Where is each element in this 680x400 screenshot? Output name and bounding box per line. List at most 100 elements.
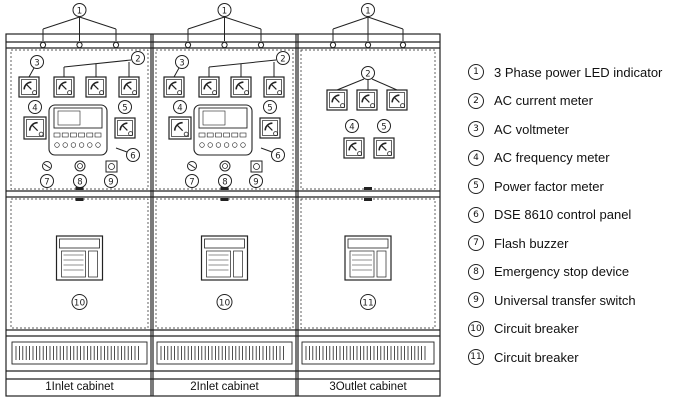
leader-line	[260, 147, 273, 153]
meter-adjust	[340, 103, 346, 108]
callout-number: 6	[130, 151, 135, 161]
leader-line	[336, 78, 365, 91]
meter-inner	[26, 119, 44, 137]
estop-body	[219, 160, 231, 172]
control-panel	[193, 104, 253, 156]
callout-number: 1	[222, 6, 227, 16]
callout-circle	[377, 119, 391, 133]
hinge	[220, 187, 229, 190]
meter-gauge	[18, 76, 40, 98]
meter-needle	[350, 144, 357, 151]
callout-number: 5	[122, 103, 127, 113]
meter-needle	[60, 83, 67, 90]
callout-marker: 3	[30, 55, 44, 69]
meter-inner	[21, 79, 37, 95]
callout-marker: 1	[361, 3, 375, 17]
control-panel-button	[207, 142, 213, 148]
circuit-breaker	[200, 235, 249, 281]
led-indicator	[112, 41, 120, 49]
breaker-face	[206, 250, 231, 278]
callout-number: 2	[280, 54, 285, 64]
meter-adjust	[32, 90, 37, 95]
legend-text: AC current meter	[494, 93, 593, 109]
callout-marker: 9	[104, 174, 118, 188]
meter-needle	[205, 83, 212, 90]
callout-circle	[217, 3, 232, 17]
estop-body	[74, 160, 86, 172]
meter-gauge	[163, 76, 185, 98]
legend-number: 7	[468, 235, 484, 252]
control-panel-bezel	[193, 104, 253, 156]
legend-number: 6	[468, 206, 484, 223]
meter-inner	[359, 92, 375, 108]
callout-marker: 10	[71, 294, 88, 310]
meter-inner	[121, 79, 137, 95]
meter-gauge	[263, 76, 285, 98]
control-panel-button	[215, 142, 221, 148]
meter-gauge	[326, 89, 348, 111]
led-indicator	[364, 41, 372, 49]
control-panel-button	[87, 142, 93, 148]
meter-gauge	[343, 137, 365, 159]
control-panel-button	[199, 142, 205, 148]
legend-text: Circuit breaker	[494, 349, 579, 365]
callout-number: 1	[365, 6, 370, 16]
legend-number: 5	[468, 178, 484, 195]
meter-needle	[363, 96, 370, 103]
callout-marker: 2	[131, 51, 145, 65]
control-panel-bezel	[48, 104, 108, 156]
legend-number: 3	[468, 121, 484, 138]
legend-number: 11	[468, 349, 484, 366]
meter-inner	[346, 140, 362, 156]
meter-adjust	[183, 131, 189, 137]
callout-circle	[276, 51, 290, 65]
callout-marker: 4	[173, 100, 187, 114]
callout-circle	[40, 174, 54, 188]
meter-inner	[262, 120, 278, 136]
callout-circle	[72, 3, 87, 17]
callout-marker: 3	[175, 55, 189, 69]
callout-number: 4	[32, 103, 37, 113]
callout-circle	[73, 174, 87, 188]
callout-circle	[249, 174, 263, 188]
callout-marker: 7	[185, 174, 199, 188]
meter-needle	[380, 144, 387, 151]
meter-inner	[329, 92, 345, 108]
legend-text: Flash buzzer	[494, 235, 569, 251]
callout-number: 5	[381, 122, 386, 132]
estop-cap	[222, 163, 228, 169]
callout-circle	[218, 174, 232, 188]
leader-line	[28, 67, 35, 78]
callout-marker: 10	[216, 294, 233, 310]
meter-needle	[121, 124, 128, 131]
hinge	[364, 198, 372, 201]
meter-adjust	[67, 90, 72, 95]
breaker-body	[200, 235, 249, 281]
meter-inner	[56, 79, 72, 95]
leader-line	[79, 16, 117, 30]
callout-number: 4	[177, 103, 182, 113]
callout-circle	[361, 3, 375, 17]
switch-knob	[108, 163, 115, 170]
callout-number: 5	[267, 103, 272, 113]
control-panel-key	[206, 132, 214, 138]
control-panel-key	[78, 132, 85, 138]
meter-inner	[376, 140, 392, 156]
outer-border	[5, 33, 441, 397]
callout-marker: 2	[276, 51, 290, 65]
callout-circle	[104, 174, 118, 188]
meter-inner	[166, 79, 182, 95]
callout-number: 9	[253, 177, 258, 187]
legend-number: 1	[468, 64, 484, 81]
breaker-handle	[88, 250, 98, 278]
callout-number: 1	[77, 6, 82, 16]
vent-grille	[156, 341, 293, 365]
legend-text: DSE 8610 control panel	[494, 207, 632, 223]
